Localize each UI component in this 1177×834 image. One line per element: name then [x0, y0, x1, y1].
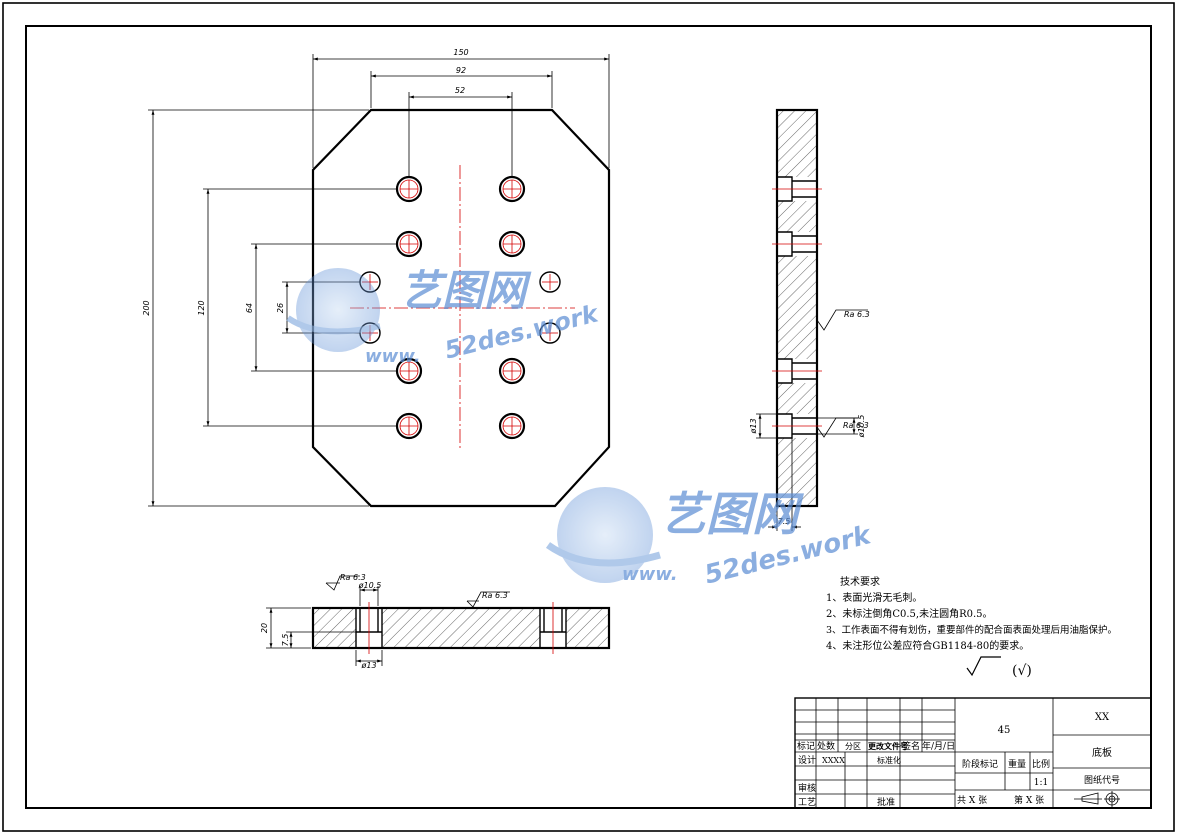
svg-text:审核: 审核	[798, 782, 816, 794]
svg-text:1:1: 1:1	[1034, 778, 1048, 788]
inner-frame	[25, 25, 1152, 809]
dimension-side-hole-13: ø13	[749, 413, 777, 439]
counterbore-hole	[395, 230, 423, 258]
dim-text-120: 120	[197, 300, 206, 315]
title-block: 标记 处数 分区 更改文件号 签名 年/月/日 设计 XXXX 标准化 审核 工…	[794, 697, 1152, 809]
svg-text:阶段标记: 阶段标记	[962, 758, 998, 770]
svg-text:处数: 处数	[817, 740, 835, 752]
roughness-symbol: Ra 6.3	[816, 309, 870, 331]
dimension-52: 52	[408, 86, 513, 177]
svg-text:比例: 比例	[1032, 758, 1050, 770]
plan-view: 150 92 52 200 120	[142, 48, 611, 508]
roughness-symbol: Ra 6.3	[466, 591, 510, 608]
counterbore-hole	[498, 412, 526, 440]
counterbore-hole	[395, 175, 423, 203]
dim-text-92: 92	[456, 66, 466, 75]
svg-text:(√): (√)	[1012, 663, 1032, 679]
drawing-code-label: 图纸代号	[1084, 774, 1120, 786]
dimension-120: 120	[197, 188, 397, 427]
plate-outline	[311, 108, 611, 508]
part-name-text: 底板	[1092, 746, 1112, 759]
dimension-section-hole-13: ø13	[355, 650, 383, 670]
svg-text:艺图网: 艺图网	[400, 266, 532, 315]
dimension-section-hole-10-5: ø10.5	[358, 581, 382, 606]
svg-text:批准: 批准	[877, 796, 895, 808]
svg-text:设计: 设计	[798, 754, 816, 766]
tech-note-item: 2、未标注倒角C0.5,未注圆角R0.5。	[826, 607, 993, 620]
dimension-side-depth-7-5: 7.5	[768, 438, 801, 531]
dim-text-52: 52	[455, 86, 465, 95]
tech-notes-title: 技术要求	[840, 575, 880, 588]
tech-note-item: 4、未注形位公差应符合GB1184-80的要求。	[826, 639, 1029, 652]
dimension-section-7-5: 7.5	[281, 631, 356, 648]
svg-text:7.5: 7.5	[778, 517, 791, 526]
svg-text:Ra 6.3: Ra 6.3	[340, 573, 366, 582]
svg-text:更改文件号: 更改文件号	[868, 741, 908, 751]
globe-icon	[296, 268, 380, 352]
tech-note-item: 1、表面光滑无毛刺。	[826, 591, 922, 604]
watermark-upper: 艺图网 www. 52des.work	[286, 266, 603, 367]
svg-text:ø10.5: ø10.5	[857, 415, 866, 439]
dim-text-150: 150	[453, 48, 468, 57]
svg-text:工艺: 工艺	[798, 797, 816, 808]
svg-text:Ra 6.3: Ra 6.3	[482, 591, 508, 600]
technical-requirements: 技术要求 1、表面光滑无毛刺。 2、未标注倒角C0.5,未注圆角R0.5。 3、…	[826, 575, 1117, 679]
dim-text-64: 64	[245, 303, 254, 313]
svg-text:ø13: ø13	[360, 661, 376, 670]
material-text: 45	[998, 725, 1011, 736]
dimension-64: 64	[245, 243, 397, 372]
watermark-lower: 艺图网 www. 52des.work	[545, 487, 875, 591]
dim-text-26: 26	[276, 303, 285, 313]
projection-symbol-icon	[1074, 791, 1120, 807]
dimension-150: 150	[312, 48, 610, 168]
svg-text:标记: 标记	[797, 740, 815, 752]
counterbore-hole	[395, 412, 423, 440]
svg-text:Ra 6.3: Ra 6.3	[844, 310, 870, 319]
svg-text:Ra 6.3: Ra 6.3	[843, 421, 869, 430]
side-section-outline	[775, 108, 819, 508]
general-roughness-symbol: (√)	[966, 656, 1032, 679]
svg-text:20: 20	[260, 623, 269, 633]
svg-text:分区: 分区	[845, 742, 861, 751]
svg-text:艺图网: 艺图网	[660, 487, 804, 541]
counterbore-hole	[498, 230, 526, 258]
dimension-200: 200	[142, 109, 369, 507]
dimension-92: 92	[370, 66, 553, 108]
dimension-section-20: 20	[260, 607, 311, 649]
counterbore-hole	[498, 175, 526, 203]
svg-text:www.: www.	[622, 564, 678, 585]
svg-text:年/月/日: 年/月/日	[922, 740, 955, 752]
through-hole	[539, 322, 561, 344]
svg-text:XXXX: XXXX	[822, 756, 845, 765]
svg-text:标准化: 标准化	[877, 755, 901, 765]
svg-text:ø10.5: ø10.5	[358, 581, 382, 590]
svg-text:共 X 张: 共 X 张	[957, 795, 987, 806]
svg-text:第 X 张: 第 X 张	[1014, 794, 1044, 806]
svg-text:ø13: ø13	[749, 418, 758, 434]
roughness-symbol: Ra 6.3	[325, 573, 366, 591]
bottom-section-view: 20 7.5 ø10.5 ø13 Ra 6.3 R	[260, 573, 611, 670]
tech-note-item: 3、工作表面不得有划伤，重要部件的配合面表面处理后用油脂保护。	[826, 624, 1117, 636]
svg-text:签名: 签名	[902, 740, 920, 752]
counterbore-hole	[498, 357, 526, 385]
svg-text:7.5: 7.5	[281, 634, 290, 647]
bottom-section-outline	[311, 606, 611, 650]
dim-text-200: 200	[142, 300, 151, 315]
company-text: XX	[1095, 712, 1110, 723]
through-hole	[539, 271, 561, 293]
svg-text:重量: 重量	[1008, 758, 1026, 770]
svg-text:www.: www.	[365, 346, 421, 367]
side-section-view: Ra 6.3 ø13 ø10.5 Ra 6.3 7.5	[749, 108, 870, 531]
roughness-symbol: Ra 6.3	[816, 417, 869, 438]
